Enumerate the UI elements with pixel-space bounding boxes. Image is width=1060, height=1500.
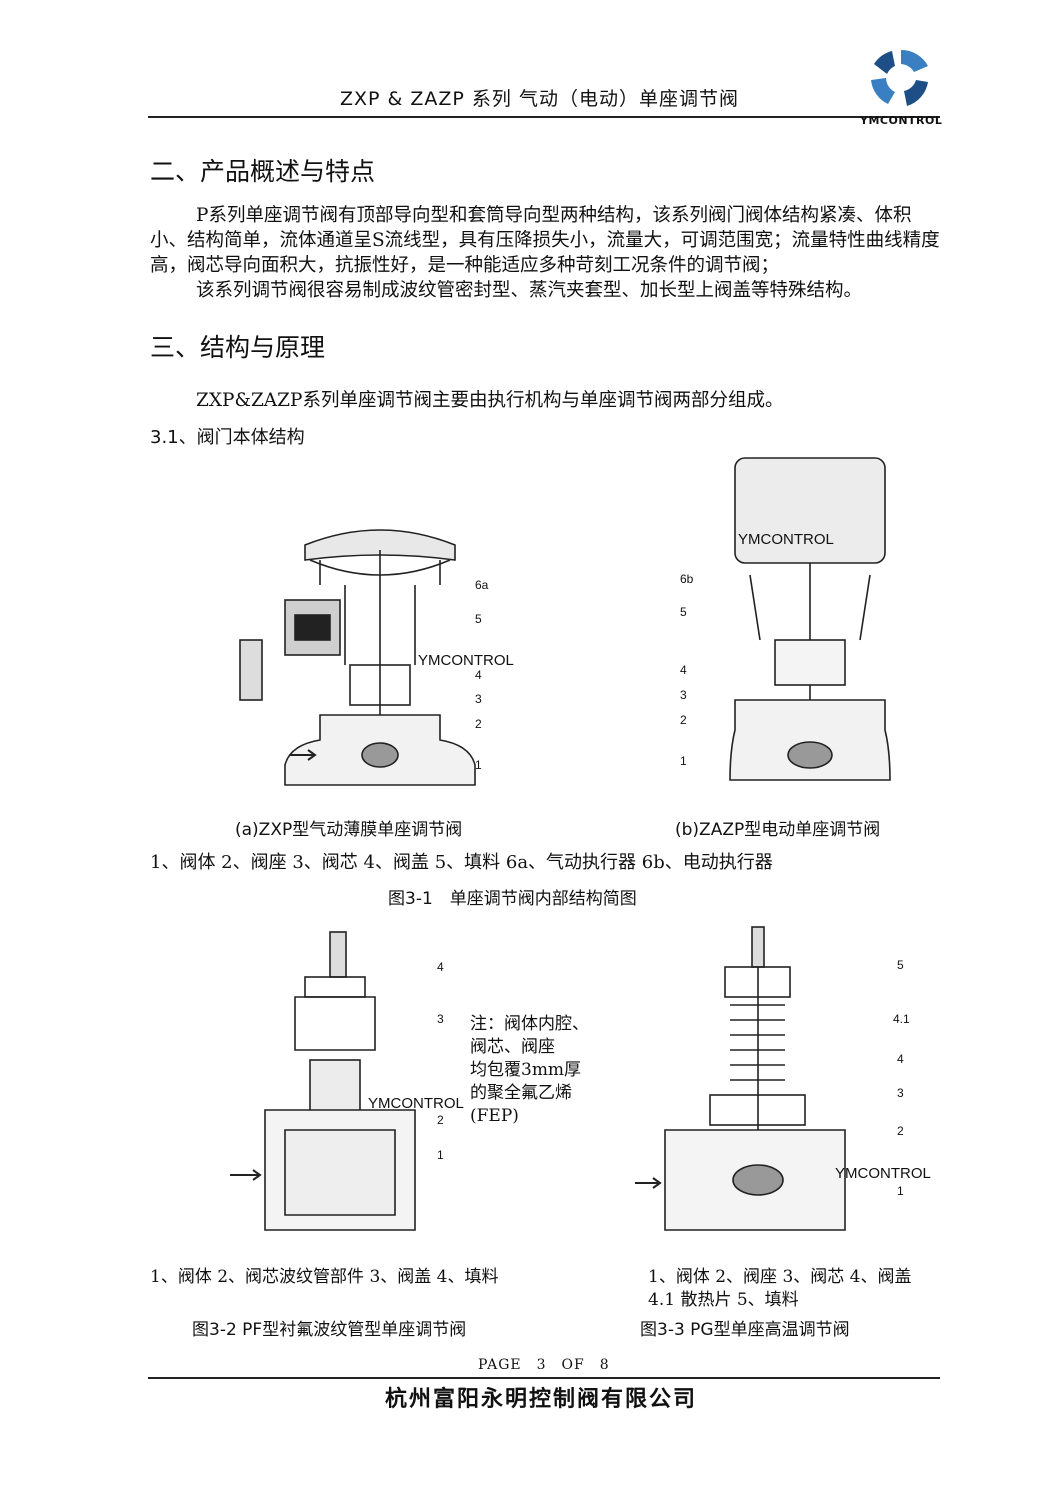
figure1b-caption: (b)ZAZP型电动单座调节阀 <box>675 820 881 840</box>
figure1a-callout-3: 3 <box>475 692 482 706</box>
figure-zxp-diagram <box>230 515 530 805</box>
figure2-title: 图3-2 PF型衬氟波纹管型单座调节阀 <box>192 1320 467 1340</box>
figure1b-callout-5: 5 <box>680 605 687 619</box>
logo-text: YMCONTROL <box>860 114 943 127</box>
figure1b-callout-2: 2 <box>680 713 687 727</box>
page-number: PAGE 3 OF 8 <box>478 1357 610 1373</box>
figure1a-callout-4: 4 <box>475 668 482 682</box>
figure3-callout-1: 1 <box>897 1184 904 1198</box>
figure2-note-line5: (FEP) <box>470 1106 519 1126</box>
figure1-legend: 1、阀体 2、阀座 3、阀芯 4、阀盖 5、填料 6a、气动执行器 6b、电动执… <box>150 852 773 873</box>
figure3-callout-5: 5 <box>897 958 904 972</box>
section2-heading: 二、产品概述与特点 <box>150 157 376 186</box>
figure1b-callout-4: 4 <box>680 663 687 677</box>
figure2-note-line4: 的聚全氟乙烯 <box>470 1083 572 1103</box>
section3-intro: ZXP&ZAZP系列单座调节阀主要由执行机构与单座调节阀两部分组成。 <box>196 390 784 411</box>
section2-body: P系列单座调节阀有顶部导向型和套筒导向型两种结构，该系列阀门阀体结构紧凑、体积小… <box>150 203 942 303</box>
figure3-title: 图3-3 PG型单座高温调节阀 <box>640 1320 850 1340</box>
company-name: 杭州富阳永明控制阀有限公司 <box>385 1387 698 1412</box>
figure-zazp-diagram <box>690 450 891 805</box>
figure1b-brand: YMCONTROL <box>738 531 834 548</box>
footer-divider <box>148 1377 940 1379</box>
figure2-callout-4: 4 <box>437 960 444 974</box>
figure2-note-line2: 阀芯、阀座 <box>470 1037 555 1057</box>
figure1a-caption: (a)ZXP型气动薄膜单座调节阀 <box>235 820 463 840</box>
figure2-brand: YMCONTROL <box>368 1095 464 1112</box>
figure2-legend: 1、阀体 2、阀芯波纹管部件 3、阀盖 4、填料 <box>150 1267 499 1287</box>
figure1-title: 图3-1 单座调节阀内部结构简图 <box>388 889 637 909</box>
figure1b-callout-6b: 6b <box>680 572 694 586</box>
company-logo <box>862 42 940 116</box>
section3-heading: 三、结构与原理 <box>150 333 326 362</box>
figure2-callout-2: 2 <box>437 1113 444 1127</box>
figure2-note-line1: 注：阀体内腔、 <box>470 1014 589 1034</box>
figure2-callout-1: 1 <box>437 1148 444 1162</box>
figure2-note: 注：阀体内腔、 阀芯、阀座 均包覆3mm厚 的聚全氟乙烯 (FEP) <box>470 1013 589 1128</box>
figure1a-callout-6a: 6a <box>475 578 489 592</box>
figure-pg-diagram <box>630 925 870 1245</box>
figure1a-callout-2: 2 <box>475 717 482 731</box>
figure1a-callout-5: 5 <box>475 612 482 626</box>
figure-pf-diagram <box>225 930 460 1240</box>
header-title: ZXP & ZAZP 系列 气动（电动）单座调节阀 <box>340 88 739 110</box>
figure1a-callout-1: 1 <box>475 758 482 772</box>
figure2-note-line3: 均包覆3mm厚 <box>470 1060 582 1080</box>
figure1a-brand: YMCONTROL <box>418 652 514 669</box>
figure3-legend-line2: 4.1 散热片 5、填料 <box>648 1290 799 1310</box>
figure3-legend-line1: 1、阀体 2、阀座 3、阀芯 4、阀盖 <box>648 1267 912 1287</box>
figure1b-callout-3: 3 <box>680 688 687 702</box>
figure3-callout-4: 4 <box>897 1052 904 1066</box>
section3-subheading: 3.1、阀门本体结构 <box>150 427 305 448</box>
figure3-callout-4-1: 4.1 <box>893 1012 910 1026</box>
header-divider <box>148 116 940 118</box>
figure3-callout-3: 3 <box>897 1086 904 1100</box>
section2-para2: 该系列调节阀很容易制成波纹管密封型、蒸汽夹套型、加长型上阀盖等特殊结构。 <box>196 280 863 301</box>
ymcontrol-logo-icon <box>871 49 928 106</box>
figure1b-callout-1: 1 <box>680 754 687 768</box>
figure3-callout-2: 2 <box>897 1124 904 1138</box>
figure2-callout-3: 3 <box>437 1012 444 1026</box>
section2-para1: P系列单座调节阀有顶部导向型和套筒导向型两种结构，该系列阀门阀体结构紧凑、体积小… <box>150 205 940 276</box>
figure3-brand: YMCONTROL <box>835 1165 931 1182</box>
